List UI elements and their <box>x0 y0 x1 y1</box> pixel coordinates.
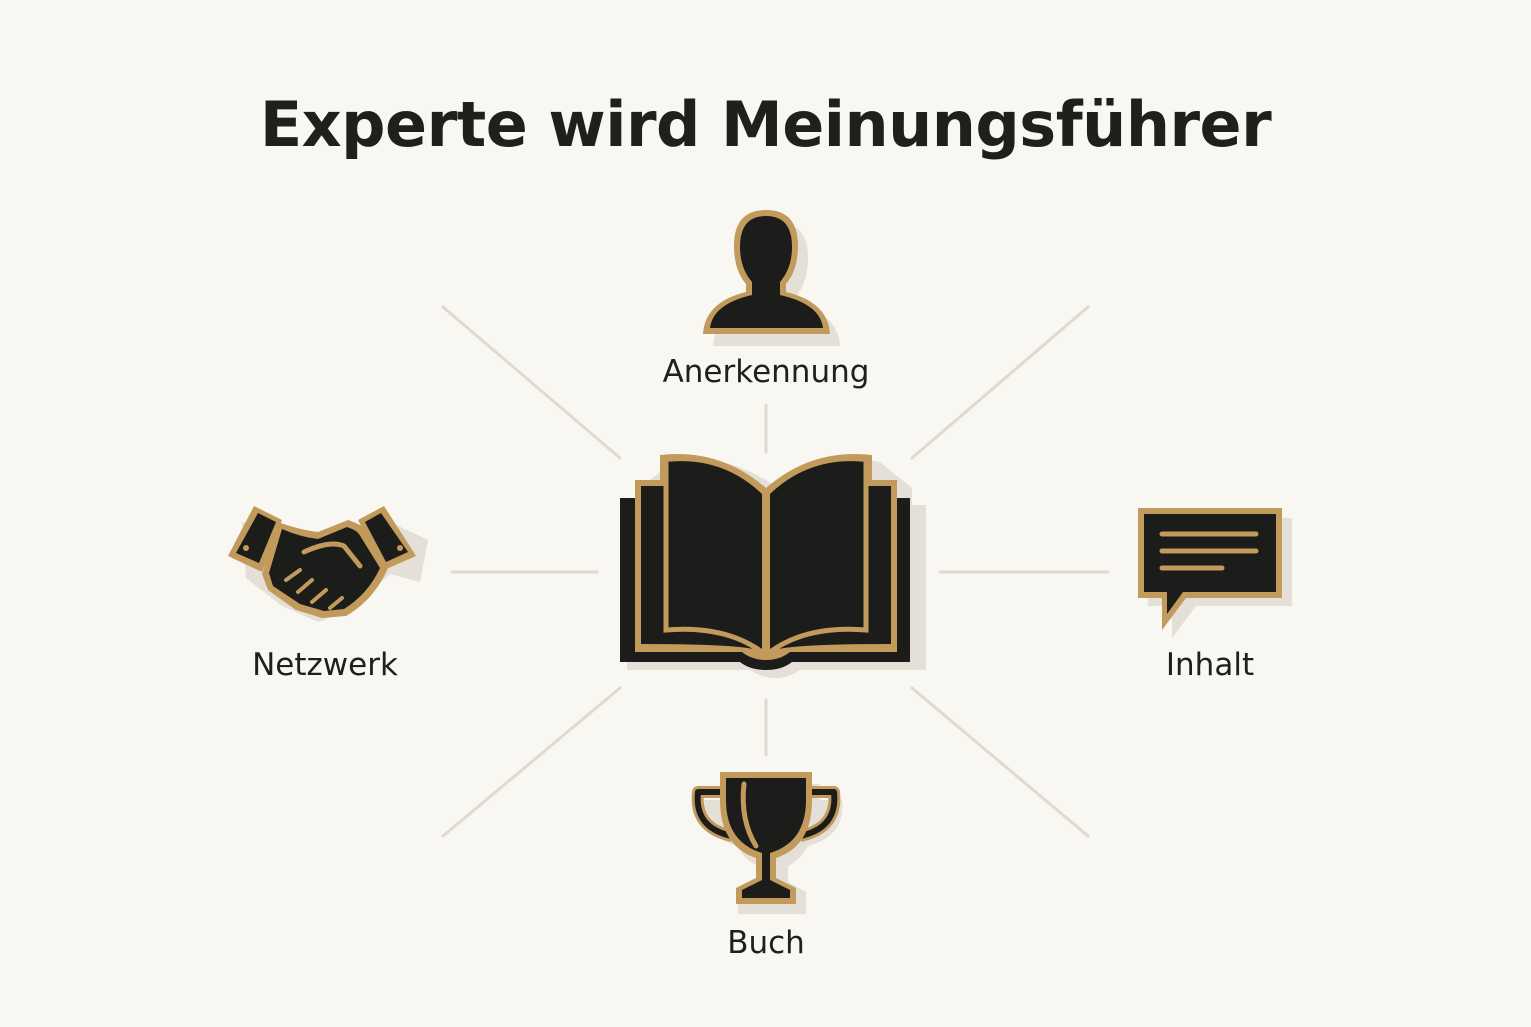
connector-lines <box>441 305 1110 838</box>
node-label-top: Anerkennung <box>662 354 870 390</box>
connector-line-top-left <box>441 305 622 460</box>
connector-line-top-right <box>910 305 1090 460</box>
trophy-icon <box>691 772 843 914</box>
node-label-bottom: Buch <box>727 925 805 961</box>
handshake-icon <box>228 506 428 622</box>
connector-line-bottom-right <box>910 686 1090 838</box>
node-label-left: Netzwerk <box>252 647 398 683</box>
connector-line-bottom-left <box>441 686 622 838</box>
diagram-title: Experte wird Meinungsführer <box>259 88 1272 161</box>
open-book-icon <box>620 453 926 678</box>
person-icon <box>703 210 840 346</box>
node-label-right: Inhalt <box>1165 647 1255 683</box>
speech-bubble-icon <box>1138 508 1292 638</box>
